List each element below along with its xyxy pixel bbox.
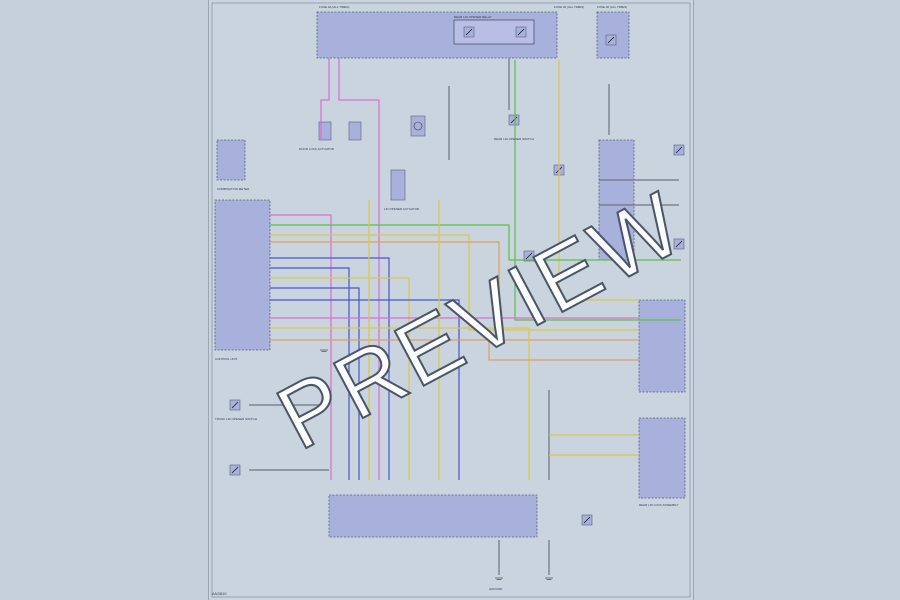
left-switch-2: [231, 466, 239, 474]
wire-pink-1: [320, 58, 330, 140]
wire-green-2: [270, 224, 681, 261]
label-rear-lid-lock-assembly: REAR LID LOCK ASSEMBLY: [639, 503, 678, 507]
label-fuse-mid: FUSE 30 (ALL TIMES): [554, 5, 584, 9]
sheet-frame: [211, 2, 691, 598]
fuse-switch-right: [607, 36, 615, 44]
label-door-lock-actuator: DOOR LOCK ACTUATOR: [299, 147, 335, 151]
relay-switch-a: [465, 28, 473, 36]
wire-green-1: [514, 60, 681, 321]
label-fuse-right: FUSE 40 (ALL TIMES): [597, 5, 627, 9]
relay-switch-b: [517, 28, 525, 36]
wire-yellow-2: [270, 234, 639, 331]
label-fuse-left: FUSE 3A (ALL TIMES): [319, 5, 349, 9]
motor-symbol-icon: [413, 121, 423, 131]
wire-pink-2: [338, 58, 380, 480]
wire-yellow-1: [558, 60, 639, 301]
door-lock-actuator-b: [348, 121, 362, 141]
label-trunk-lid-switch: TRUNK LID OPENER SWITCH: [215, 417, 257, 421]
label-relay: REAR LID OPENER RELAY: [454, 15, 492, 19]
wiring-diagram: FUSE 3A (ALL TIMES) FUSE 30 (ALL TIMES) FU…: [211, 2, 691, 598]
label-rear-lid-opener-switch: REAR LID OPENER SWITCH: [494, 137, 534, 141]
wire-blue-1: [270, 257, 390, 480]
middle-switch: [525, 252, 533, 260]
wire-blue-3: [270, 287, 360, 480]
label-lid-opener-actuator: LID OPENER ACTUATOR: [384, 207, 420, 211]
wire-yellow-3: [270, 277, 410, 480]
right-module-upper: [638, 299, 686, 393]
page-code: AN3810: [212, 591, 227, 596]
label-combination-meter: COMBINATION METER: [217, 187, 250, 191]
right-switch-2: [675, 240, 683, 248]
opener-actuator: [410, 115, 426, 137]
label-control-unit: CONTROL UNIT: [215, 357, 238, 361]
bottom-right-switch: [583, 516, 591, 524]
wire-blue-4: [270, 299, 460, 480]
wire-orange-1: [270, 241, 639, 341]
wire-blue-2: [270, 267, 350, 480]
door-lock-actuator-a: [318, 121, 332, 141]
label-ground: GROUND: [489, 587, 503, 591]
control-unit-box: [214, 199, 271, 351]
wire-yellow-4: [270, 327, 530, 480]
lid-actuator: [390, 169, 406, 201]
bottom-module-box: [328, 494, 538, 538]
right-switch-group: [598, 139, 635, 261]
wire-orange-2: [270, 339, 639, 361]
right-switch-1: [675, 146, 683, 154]
wire-pink-3: [270, 214, 332, 480]
combination-meter-box: [216, 139, 246, 181]
right-module-lower: [638, 417, 686, 499]
left-switch-1: [231, 401, 239, 409]
diagram-sheet: FUSE 3A (ALL TIMES) FUSE 30 (ALL TIMES) FU…: [208, 0, 694, 600]
rear-lid-opener-switch: [510, 116, 518, 124]
